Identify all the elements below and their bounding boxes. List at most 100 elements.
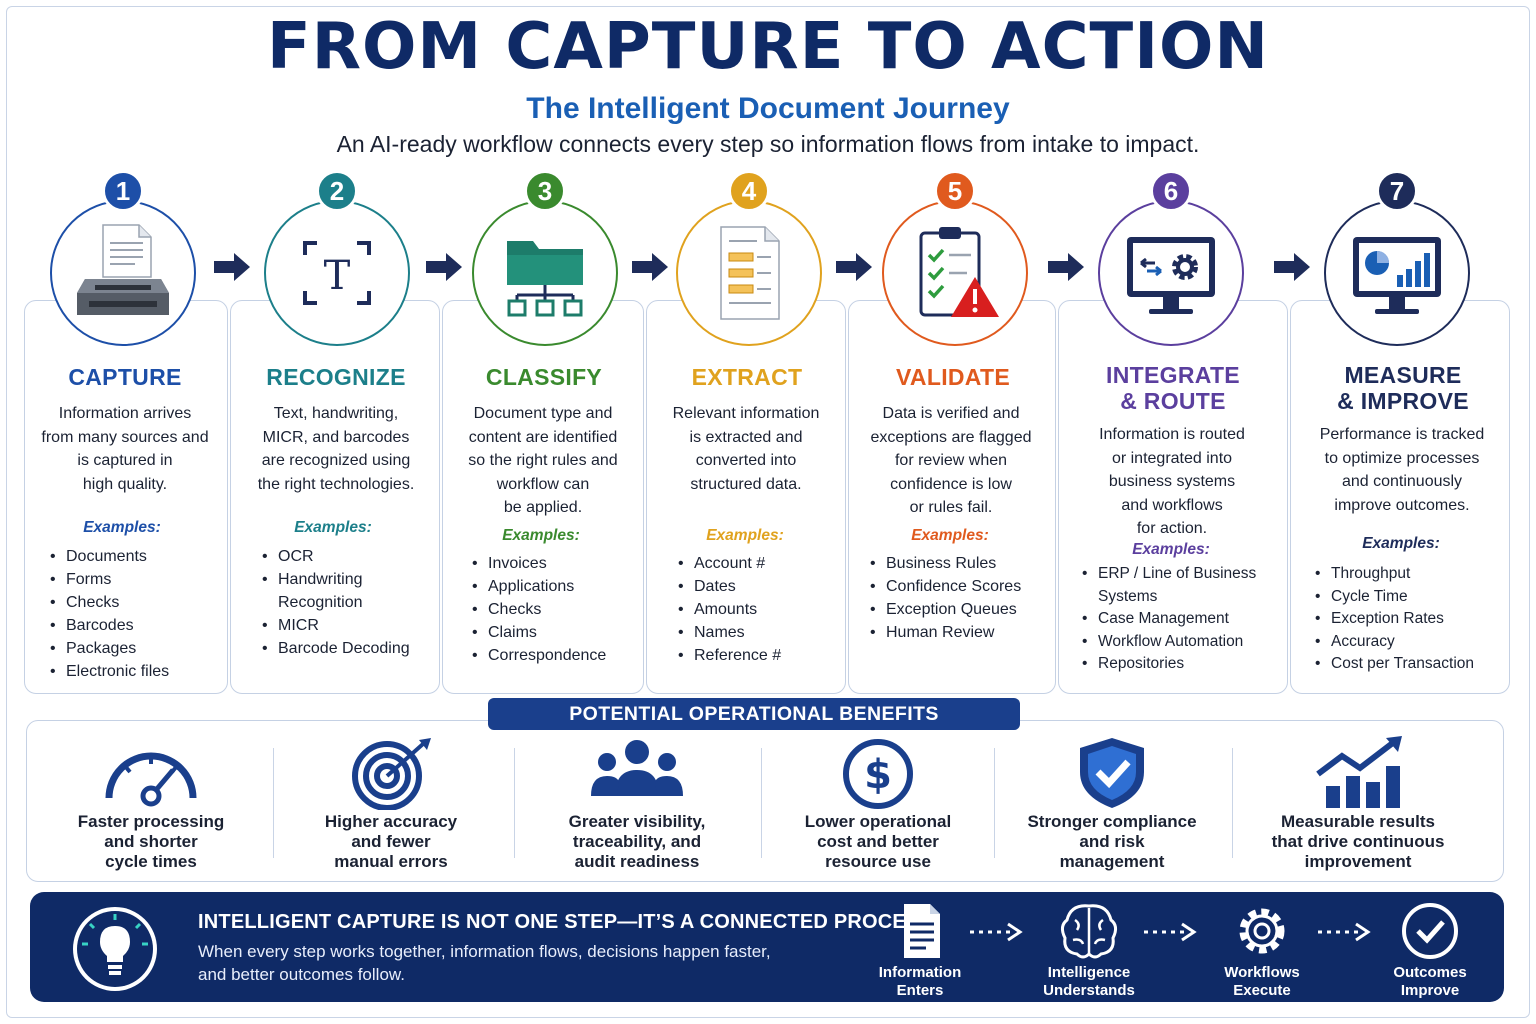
people-icon (591, 740, 683, 796)
examples-label: Examples: (706, 527, 784, 544)
dotted-arrow-icon (970, 922, 1023, 942)
step-number-badge: 4 (728, 170, 770, 212)
list-item: Cost per Transaction (1315, 653, 1474, 676)
divider (994, 748, 995, 858)
step-circle: T (264, 200, 410, 346)
list-item: Case Management (1082, 608, 1256, 631)
list-item: Packages (50, 637, 169, 660)
document-icon (904, 904, 940, 958)
arrow-right-icon (214, 253, 250, 281)
list-item: Amounts (678, 598, 781, 621)
step-number-badge: 7 (1376, 170, 1418, 212)
list-item: Exception Queues (870, 598, 1021, 621)
divider (514, 748, 515, 858)
list-item: Barcode Decoding (262, 637, 410, 660)
divider (1232, 748, 1233, 858)
list-item: ERP / Line of Business (1082, 563, 1256, 586)
list-item: Confidence Scores (870, 575, 1021, 598)
list-item: Applications (472, 575, 606, 598)
list-item: Handwriting (262, 568, 410, 591)
list-item: Repositories (1082, 653, 1256, 676)
list-item: Names (678, 621, 781, 644)
step-number-badge: 5 (934, 170, 976, 212)
list-item: Claims (472, 621, 606, 644)
step-title: INTEGRATE& ROUTE (1106, 362, 1240, 414)
step-number-badge: 1 (102, 170, 144, 212)
list-item: Checks (472, 598, 606, 621)
list-item: Human Review (870, 621, 1021, 644)
scanner-icon (77, 224, 169, 315)
lightbulb-icon (73, 907, 157, 991)
checklist-warning-icon (919, 227, 999, 317)
list-item: Electronic files (50, 660, 169, 683)
step-circle (472, 200, 618, 346)
footer-text: When every step works together, informat… (198, 942, 771, 984)
list-item: MICR (262, 614, 410, 637)
examples-label: Examples: (911, 527, 989, 544)
step-circle (676, 200, 822, 346)
arrow-right-icon (1274, 253, 1310, 281)
list-item: Dates (678, 575, 781, 598)
list-item: Forms (50, 568, 169, 591)
list-item: Recognition (278, 594, 363, 611)
step-title: CLASSIFY (485, 364, 603, 390)
list-item: Workflow Automation (1082, 631, 1256, 654)
step-circle (882, 200, 1028, 346)
arrow-right-icon (1048, 253, 1084, 281)
arrow-right-icon (632, 253, 668, 281)
examples-list: Business Rules Confidence Scores Excepti… (870, 552, 1021, 644)
list-item: Correspondence (472, 644, 606, 667)
step-number-badge: 6 (1150, 170, 1192, 212)
examples-list: Account # Dates Amounts Names Reference … (678, 552, 781, 667)
benefits-heading: POTENTIAL OPERATIONAL BENEFITS (488, 698, 1020, 730)
examples-label: Examples: (294, 519, 372, 536)
arrow-right-icon (836, 253, 872, 281)
dotted-arrow-icon (1144, 922, 1197, 942)
step-number-badge: 3 (524, 170, 566, 212)
step-title: VALIDATE (896, 364, 1010, 390)
list-item: Throughput (1315, 563, 1474, 586)
brain-icon (1060, 904, 1118, 959)
list-item: Business Rules (870, 552, 1021, 575)
page-tagline: An AI-ready workflow connects every step… (336, 131, 1200, 157)
shield-check-icon (1080, 738, 1144, 808)
step-circle (1324, 200, 1470, 346)
page-subtitle: The Intelligent Document Journey (526, 92, 1010, 125)
list-item: OCR (262, 545, 410, 568)
list-item: Exception Rates (1315, 608, 1474, 631)
examples-label: Examples: (1362, 535, 1440, 552)
step-title: MEASURE& IMPROVE (1337, 362, 1469, 414)
step-number-badge: 2 (316, 170, 358, 212)
check-circle-icon (1402, 903, 1458, 959)
list-item: Systems (1098, 587, 1158, 605)
list-item: Barcodes (50, 614, 169, 637)
list-item: Checks (50, 591, 169, 614)
divider (273, 748, 274, 858)
page-border (6, 6, 1530, 1018)
list-item: Accuracy (1315, 631, 1474, 654)
list-item: Reference # (678, 644, 781, 667)
page-title: FROM CAPTURE TO ACTION (267, 10, 1269, 84)
step-title: CAPTURE (68, 364, 182, 390)
examples-list: Throughput Cycle Time Exception Rates Ac… (1315, 563, 1474, 676)
examples-label: Examples: (1132, 541, 1210, 558)
footer-headline: INTELLIGENT CAPTURE IS NOT ONE STEP—IT’S… (198, 911, 939, 933)
dotted-arrow-icon (1318, 922, 1371, 942)
growth-chart-icon (1316, 736, 1402, 808)
svg-text:T: T (324, 253, 351, 299)
examples-list: Invoices Applications Checks Claims Corr… (472, 552, 606, 667)
